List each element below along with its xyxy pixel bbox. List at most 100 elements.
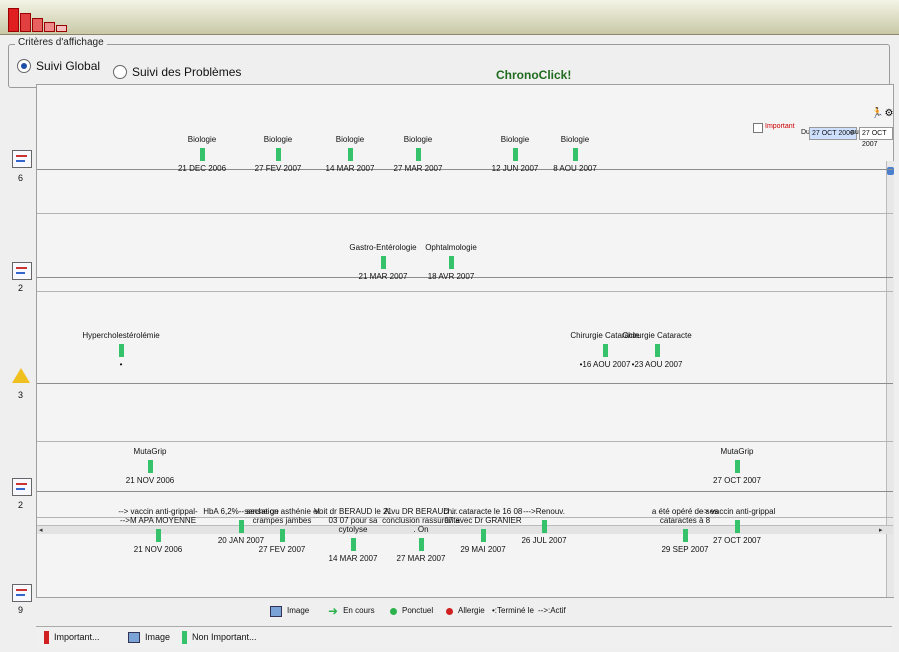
event-label: a été opéré de ses cataractes à 8 [651, 507, 719, 525]
settings-icon[interactable]: ⚙ [884, 108, 894, 119]
row-separator [37, 291, 893, 292]
vertical-scroll-thumb[interactable] [887, 167, 894, 175]
timeline-event[interactable]: Hypercholestérolémie• [81, 331, 161, 369]
date-from-label: Du [801, 129, 810, 136]
legend-item-actif: -->:Actif [538, 604, 566, 618]
date-from-field[interactable]: 27 OCT 2006 [809, 127, 857, 140]
horizontal-scrollbar[interactable]: ◂ ▸ [37, 525, 893, 534]
timeline-event[interactable]: chir cataracte le 16 08 07 avec Dr GRANI… [443, 507, 523, 554]
event-label: Chirurgie Cataracte [622, 331, 692, 340]
legend-label: -->:Actif [538, 606, 566, 615]
event-bar[interactable] [275, 148, 281, 161]
event-bar[interactable] [118, 344, 124, 357]
scroll-right-arrow-icon[interactable]: ▸ [879, 527, 883, 534]
event-bar[interactable] [448, 256, 454, 269]
event-bar[interactable] [279, 529, 285, 542]
green-dot-icon [390, 607, 397, 615]
event-date: 27 FEV 2007 [254, 164, 302, 173]
event-date: 27 OCT 2007 [713, 476, 761, 485]
event-label: sensation asthénie et crampes jambes [244, 507, 320, 525]
logo-bar [32, 18, 43, 32]
event-bar[interactable] [199, 148, 205, 161]
radio-label: Suivi Global [36, 59, 101, 73]
event-label: Biologie [403, 135, 433, 144]
event-date: 12 JUN 2007 [491, 164, 539, 173]
event-date: 27 MAR 2007 [393, 164, 443, 173]
legend-label: Non Important... [192, 632, 257, 642]
event-bar[interactable] [512, 148, 518, 161]
event-date: 18 AVR 2007 [427, 272, 475, 281]
date-to-field[interactable]: 27 OCT 2007 [859, 127, 893, 148]
timeline-event[interactable]: --> vaccin anti-grippal--->M APA MOYENNE… [118, 507, 198, 554]
timeline-event[interactable]: Biologie 12 JUN 2007 [475, 135, 555, 173]
row-separator [37, 213, 893, 214]
green-bar-icon [182, 630, 187, 644]
radio-suivi-problemes[interactable]: Suivi des Problèmes [113, 65, 241, 79]
radio-unselected-icon[interactable] [113, 65, 127, 79]
event-bar[interactable] [147, 460, 153, 473]
timeline-event[interactable]: Biologie 27 MAR 2007 [378, 135, 458, 173]
event-bar[interactable] [654, 344, 660, 357]
row-count: 9 [18, 605, 24, 615]
event-bar[interactable] [350, 538, 356, 551]
event-date: • [119, 360, 123, 369]
event-bar[interactable] [541, 520, 547, 533]
event-date: 29 MAI 2007 [460, 545, 506, 554]
event-label: Chirurgie Cataracte [570, 331, 640, 340]
radio-selected-icon[interactable] [17, 59, 31, 73]
person-icon[interactable]: 🏃 [871, 108, 884, 119]
event-label: Biologie [560, 135, 590, 144]
timeline-event[interactable]: Chirurgie Cataracte•16 AOU 2007 [565, 331, 645, 369]
event-bar[interactable] [572, 148, 578, 161]
row-axis-line [37, 491, 893, 492]
event-bar[interactable] [155, 529, 161, 542]
legend-label: •:Terminé le [492, 606, 534, 615]
event-label: Biologie [500, 135, 530, 144]
event-bar[interactable] [380, 256, 386, 269]
timeline-event[interactable]: --->Renouv.26 JUL 2007 [504, 507, 584, 545]
legend-item-non-important: Non Important... [182, 630, 257, 644]
event-bar[interactable] [602, 344, 608, 357]
bottom-legend: Important... Image Non Important... [36, 626, 892, 647]
event-bar[interactable] [418, 538, 424, 551]
event-bar[interactable] [480, 529, 486, 542]
event-label: Biologie [187, 135, 217, 144]
event-bar[interactable] [734, 520, 740, 533]
radio-suivi-global[interactable]: Suivi Global [17, 59, 100, 73]
event-label: chir cataracte le 16 08 07 avec Dr GRANI… [443, 507, 523, 525]
legend-item-allergie: Allergie [446, 604, 485, 618]
event-bar[interactable] [238, 520, 244, 533]
scroll-left-arrow-icon[interactable]: ◂ [39, 527, 43, 534]
event-date: 27 OCT 2007 [713, 536, 761, 545]
event-label: A vu DR BERAUD ... conclusion rassurante… [382, 507, 460, 534]
event-bar[interactable] [415, 148, 421, 161]
event-bar[interactable] [347, 148, 353, 161]
title-bar [0, 0, 899, 35]
event-label: --->Renouv. [523, 507, 565, 516]
timeline-event[interactable]: Voit dr BERAUD le 21 03 07 pour sa cytol… [313, 507, 393, 563]
logo-bar [44, 22, 55, 32]
event-bar[interactable] [682, 529, 688, 542]
logo-bar [56, 25, 67, 32]
event-bar[interactable] [734, 460, 740, 473]
timeline-event[interactable]: Chirurgie Cataracte•23 AOU 2007 [617, 331, 697, 369]
specialist-icon [12, 262, 32, 280]
legend-label: En cours [343, 606, 375, 615]
warning-antecedent-icon [12, 368, 30, 383]
vertical-scrollbar[interactable] [886, 161, 894, 597]
important-checkbox[interactable] [753, 123, 763, 133]
arrow-right-icon: ➜ [328, 604, 339, 618]
timeline-event[interactable]: A vu DR BERAUD ... conclusion rassurante… [381, 507, 461, 563]
